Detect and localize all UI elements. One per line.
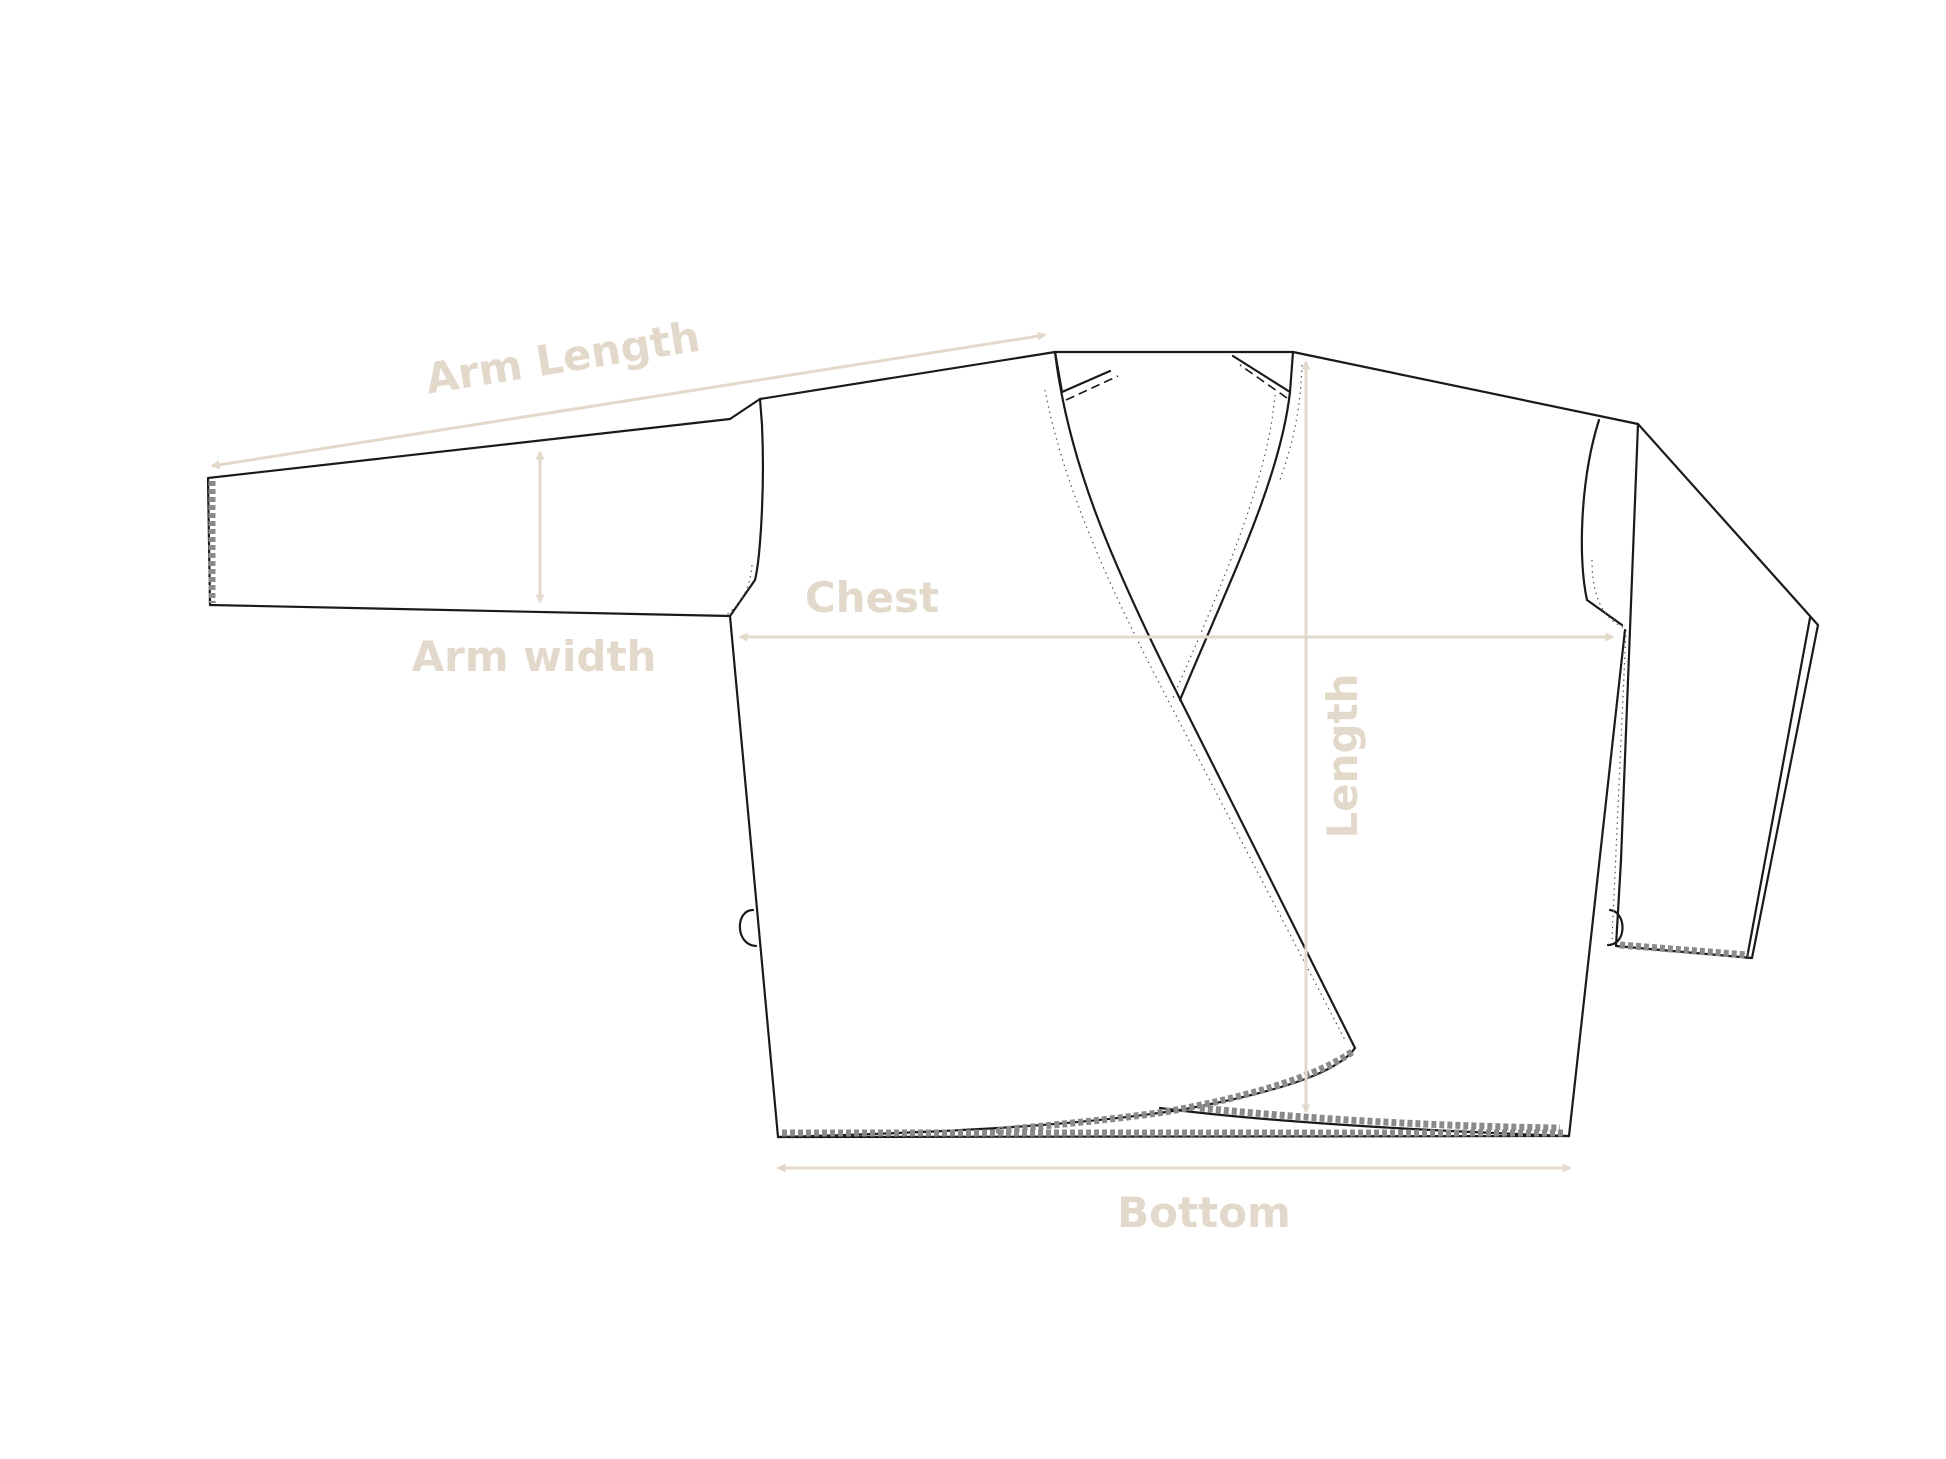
- left-armhole-stitch: [725, 564, 753, 616]
- right-sleeve-stitch: [1611, 629, 1627, 941]
- right-sleeve-fold: [1745, 616, 1812, 960]
- inner-v-stitch: [1171, 394, 1276, 701]
- right-shoulder: [1291, 350, 1640, 426]
- front-wrap-hem: [995, 1049, 1354, 1135]
- front-inner-v: [1178, 390, 1292, 702]
- neckline-back-right: [1231, 350, 1295, 394]
- length-label: Length: [1318, 673, 1367, 838]
- overlap-hem: [1199, 1104, 1561, 1132]
- hems: [208, 481, 1749, 1137]
- chest-label: Chest: [805, 573, 939, 622]
- right-sleeve: [1614, 422, 1820, 960]
- arm-width-label: Arm width: [412, 632, 657, 681]
- arm-length-arrow: [210, 331, 1047, 470]
- bottom-label: Bottom: [1117, 1188, 1291, 1237]
- neckline-back: [1053, 350, 1112, 394]
- neck-tape-right: [1239, 364, 1288, 399]
- front-edge-stitch: [1044, 389, 1346, 1041]
- right-armhole-stitch: [1591, 559, 1626, 629]
- front-overlap-hem: [1158, 1106, 1571, 1138]
- arm-length-label: Arm Length: [422, 312, 703, 404]
- stitch-details: [725, 364, 1627, 1041]
- right-cuff-hem: [1619, 941, 1749, 959]
- neck-right-stitch: [1279, 364, 1303, 481]
- neck-tape-left: [1065, 375, 1119, 401]
- garment-outline: [206, 350, 1820, 1139]
- right-pocket-tab: [1606, 908, 1624, 947]
- left-sleeve: [206, 397, 764, 618]
- front-wrap-panel: [776, 350, 1357, 1139]
- left-shoulder: [758, 350, 1295, 401]
- left-pocket-tab: [738, 908, 758, 948]
- right-armhole: [1580, 418, 1624, 627]
- measurement-arrows: [210, 331, 1615, 1173]
- body-left-side: [728, 614, 1627, 1139]
